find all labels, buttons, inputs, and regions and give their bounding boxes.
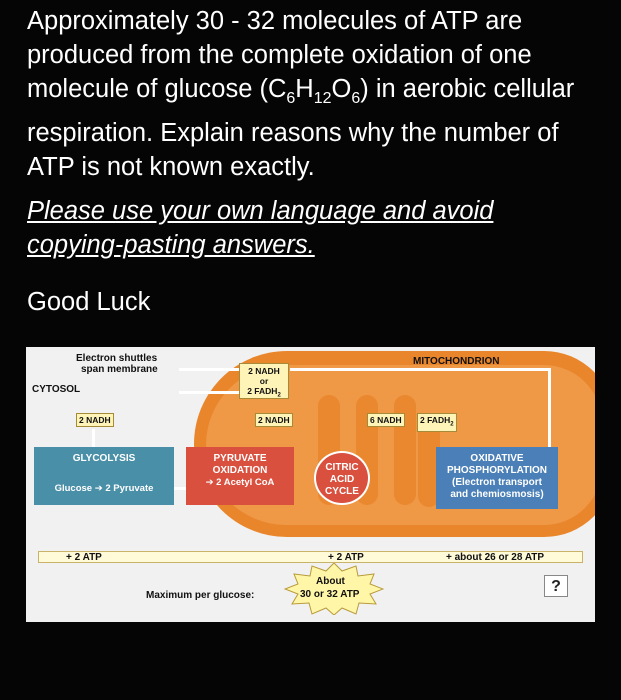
oxphos-label-2: PHOSPHORYLATION xyxy=(446,465,547,476)
max-atp-burst xyxy=(284,563,384,615)
pyruvate-oxidation-box: PYRUVATE OXIDATION ➔ 2 Acetyl CoA xyxy=(186,447,294,505)
cycle-nadh-tag: 6 NADH xyxy=(367,413,405,427)
shuttle-tag: 2 NADH or 2 FADH2 xyxy=(239,363,289,399)
shuttle-arrow-long xyxy=(290,368,550,371)
pyruvate-oxidation-label-2: OXIDATION xyxy=(212,465,268,476)
oxphos-label-4: and chemiosmosis) xyxy=(450,489,544,500)
shuttle-label-1: Electron shuttles xyxy=(76,353,158,364)
mitochondrion-label: MITOCHONDRION xyxy=(413,356,500,367)
shuttle-arrow-top xyxy=(179,368,239,371)
cycle-fadh-subscript: 2 xyxy=(450,421,454,428)
glycolysis-box: GLYCOLYSIS Glucose ➔ 2 Pyruvate xyxy=(34,447,174,505)
hydrogen-symbol: H xyxy=(295,75,314,103)
acetyl-coa-label: 2 Acetyl CoA xyxy=(216,477,275,488)
shuttle-arrow-bottom xyxy=(179,391,239,394)
citric-acid-cycle-circle: CITRIC ACID CYCLE xyxy=(314,451,370,505)
shuttle-label-2: span membrane xyxy=(81,364,158,375)
glycolysis-to-pyruvate-arrow xyxy=(174,487,186,490)
pyruvate-oxidation-label-1: PYRUVATE xyxy=(213,453,267,464)
cycle-fadh-tag: 2 FADH2 xyxy=(417,413,457,432)
max-value-1: About xyxy=(316,576,345,587)
glucose-label: Glucose xyxy=(54,483,93,494)
oxygen-symbol: O xyxy=(331,75,352,103)
shuttle-nadh: 2 NADH xyxy=(248,366,280,376)
question-part-1: Approximately 30 - 32 molecules of ATP a… xyxy=(27,7,532,103)
subscript-o: 6 xyxy=(351,90,361,108)
max-value-2: 30 or 32 ATP xyxy=(300,589,360,600)
glycolysis-reaction: Glucose ➔ 2 Pyruvate xyxy=(54,483,154,494)
shuttle-or: or xyxy=(259,376,269,386)
oxidative-phosphorylation-box: OXIDATIVE PHOSPHORYLATION (Electron tran… xyxy=(436,447,558,509)
citric-label-1: CITRIC xyxy=(325,462,359,473)
max-per-glucose-label: Maximum per glucose: xyxy=(146,590,255,601)
pyruvate-label: 2 Pyruvate xyxy=(105,483,154,494)
shuttle-fadh-text: 2 FADH xyxy=(247,386,278,396)
acetyl-coa-line: ➔ 2 Acetyl CoA xyxy=(205,477,275,488)
citric-label-2: ACID xyxy=(329,474,355,485)
cytosol-label: CYTOSOL xyxy=(32,384,81,395)
subscript-c: 6 xyxy=(286,90,296,108)
glycolysis-nadh-tag: 2 NADH xyxy=(76,413,114,427)
shuttle-arrow-down xyxy=(548,368,551,448)
question-part-2: ) in aerobic cellular respiration. Expla… xyxy=(27,75,575,182)
closing-text: Good Luck xyxy=(27,288,151,316)
shuttle-fadh: 2 FADH2 xyxy=(242,386,286,401)
question-text: Approximately 30 - 32 molecules of ATP a… xyxy=(27,4,602,184)
glycolysis-label: GLYCOLYSIS xyxy=(72,453,136,464)
question-mark-box: ? xyxy=(544,575,568,597)
oxphos-label-1: OXIDATIVE xyxy=(470,453,524,464)
pyruvate-nadh-tag: 2 NADH xyxy=(255,413,293,427)
subscript-h: 12 xyxy=(313,90,332,108)
atp-yield-bar xyxy=(38,551,583,563)
shuttle-fadh-subscript: 2 xyxy=(277,392,281,399)
oxphos-label-3: (Electron transport xyxy=(451,477,542,488)
cellular-respiration-diagram: Electron shuttles span membrane CYTOSOL … xyxy=(26,347,595,622)
atp-glycolysis: + 2 ATP xyxy=(66,552,102,563)
cycle-fadh-text: 2 FADH xyxy=(420,415,451,425)
atp-oxphos: + about 26 or 28 ATP xyxy=(446,552,545,563)
citric-label-3: CYCLE xyxy=(325,486,359,497)
instruction-text: Please use your own language and avoid c… xyxy=(27,197,494,259)
crista xyxy=(394,395,416,505)
crista xyxy=(418,417,440,507)
burst-shape xyxy=(284,563,384,615)
atp-cycle: + 2 ATP xyxy=(328,552,364,563)
nadh-arrow xyxy=(92,429,95,449)
